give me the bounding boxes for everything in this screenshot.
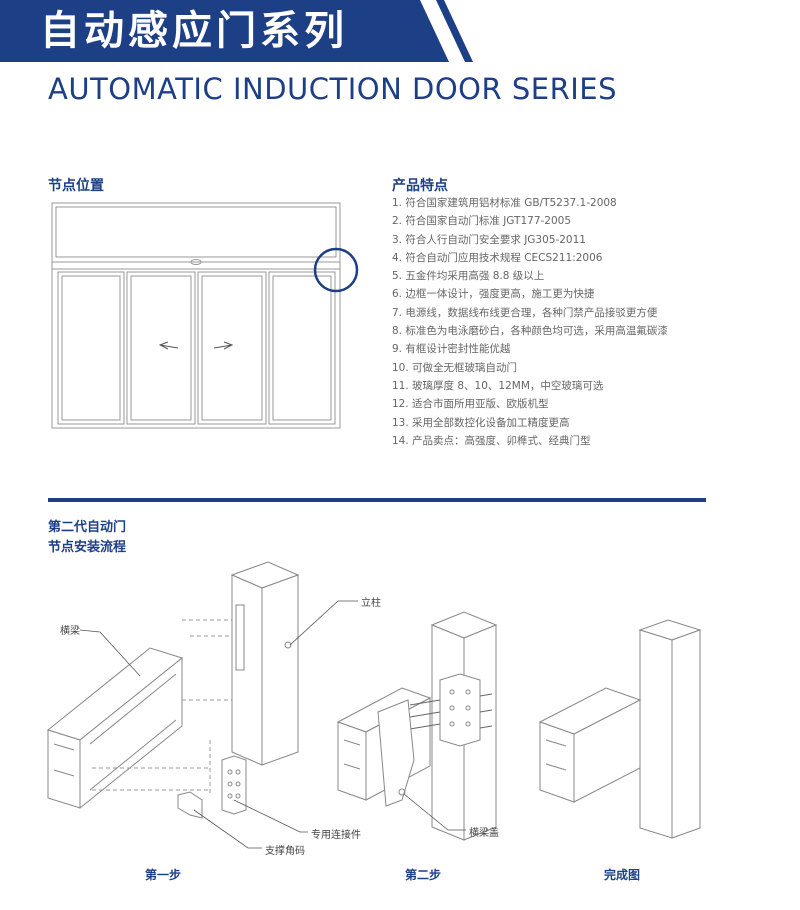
- feature-item: 13. 采用全部数控化设备加工精度更高: [392, 416, 570, 429]
- feature-item: 9. 有框设计密封性能优越: [392, 343, 511, 356]
- feature-item: 2. 符合国家自动门标准 JGT177-2005: [392, 215, 572, 228]
- feature-item: 11. 玻璃厚度 8、10、12MM，中空玻璃可选: [392, 379, 604, 392]
- feature-item: 14. 产品卖点：高强度、卯榫式、经典门型: [392, 434, 591, 447]
- feature-item: 4. 符合自动门应用技术规程 CECS211:2006: [392, 251, 603, 264]
- section-divider: [48, 498, 706, 502]
- features-list: 1. 符合国家建筑用铝材标准 GB/T5237.1-2008 2. 符合国家自动…: [392, 194, 668, 450]
- feature-item: 5. 五金件均采用高强 8.8 级以上: [392, 270, 545, 283]
- node-position-heading: 节点位置: [48, 178, 104, 194]
- completed-assembly: [538, 619, 702, 839]
- step-2-caption: 第二步: [405, 868, 442, 882]
- feature-item: 1. 符合国家建筑用铝材标准 GB/T5237.1-2008: [392, 197, 617, 209]
- feature-item: 7. 电源线，数据线布线更合理，各种门禁产品接驳更方便: [392, 306, 658, 319]
- install-heading-line1: 第二代自动门: [48, 520, 127, 535]
- page-subtitle: AUTOMATIC INDUCTION DOOR SERIES: [48, 72, 618, 106]
- feature-item: 12. 适合市面所用亚版、欧版机型: [392, 398, 549, 411]
- banner-stripe: [400, 0, 475, 62]
- header-banner: [0, 0, 420, 62]
- page-title: 自动感应门系列: [40, 8, 348, 54]
- label-connector: 专用连接件: [311, 830, 361, 841]
- feature-item: 10. 可做全无框玻璃自动门: [392, 361, 518, 374]
- label-column: 立柱: [361, 598, 381, 609]
- install-heading-line2: 节点安装流程: [48, 540, 127, 555]
- step1-connector: [221, 755, 247, 815]
- label-bracket: 支撑角码: [265, 846, 305, 857]
- step2-connector: [409, 673, 493, 747]
- node-highlight-circle: [313, 247, 359, 293]
- step-1-caption: 第一步: [145, 868, 182, 882]
- step1-column: [230, 561, 300, 766]
- feature-item: 8. 标准色为电泳磨砂白，各种颜色均可选，采用高温氟碳漆: [392, 325, 668, 338]
- completed-caption: 完成图: [604, 868, 641, 882]
- label-beam-cover: 横梁盖: [469, 828, 499, 839]
- label-beam: 横梁: [60, 626, 80, 637]
- features-heading: 产品特点: [392, 178, 448, 194]
- feature-item: 3. 符合人行自动门安全要求 JG305-2011: [392, 233, 586, 246]
- step1-beam: [46, 647, 184, 810]
- feature-item: 6. 边框一体设计，强度更高，施工更为快捷: [392, 288, 595, 301]
